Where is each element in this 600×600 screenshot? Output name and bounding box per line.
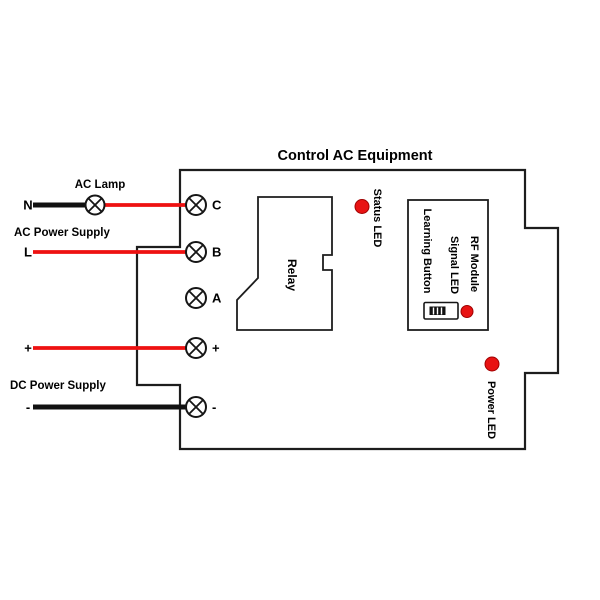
signal-led-label: Signal LED <box>448 236 460 294</box>
dc-plus-label: + <box>24 341 32 356</box>
terminal-c-label: C <box>212 198 222 213</box>
terminal-minus-screw[interactable] <box>185 396 207 418</box>
live-label: L <box>24 245 32 260</box>
dc-power-supply-label: DC Power Supply <box>10 380 106 392</box>
dc-minus-label: - <box>26 400 30 415</box>
status-led-label: Status LED <box>371 189 383 248</box>
terminal-plus-label: + <box>212 341 220 356</box>
diagram-title: Control AC Equipment <box>278 148 433 164</box>
power-led-label: Power LED <box>485 381 497 439</box>
ac-lamp-label: AC Lamp <box>75 179 125 191</box>
learning-button-label: Learning Button <box>421 209 433 294</box>
learning-button-icon[interactable] <box>423 301 459 320</box>
terminal-plus-screw[interactable] <box>185 337 207 359</box>
terminal-b-screw[interactable] <box>185 241 207 263</box>
terminal-a-label: A <box>212 291 222 306</box>
rf-module-label: RF Module <box>468 236 480 292</box>
signal-led <box>460 305 474 318</box>
terminal-minus-label: - <box>212 400 216 415</box>
relay-outline <box>236 196 333 331</box>
relay-label: Relay <box>285 259 299 291</box>
neutral-label: N <box>23 198 32 213</box>
ac-power-supply-label: AC Power Supply <box>14 227 110 239</box>
terminal-c-screw[interactable] <box>185 194 207 216</box>
ac-lamp-icon <box>84 194 106 216</box>
status-led <box>354 199 370 214</box>
power-led <box>484 356 500 372</box>
terminal-b-label: B <box>212 245 221 260</box>
terminal-a-screw[interactable] <box>185 287 207 309</box>
